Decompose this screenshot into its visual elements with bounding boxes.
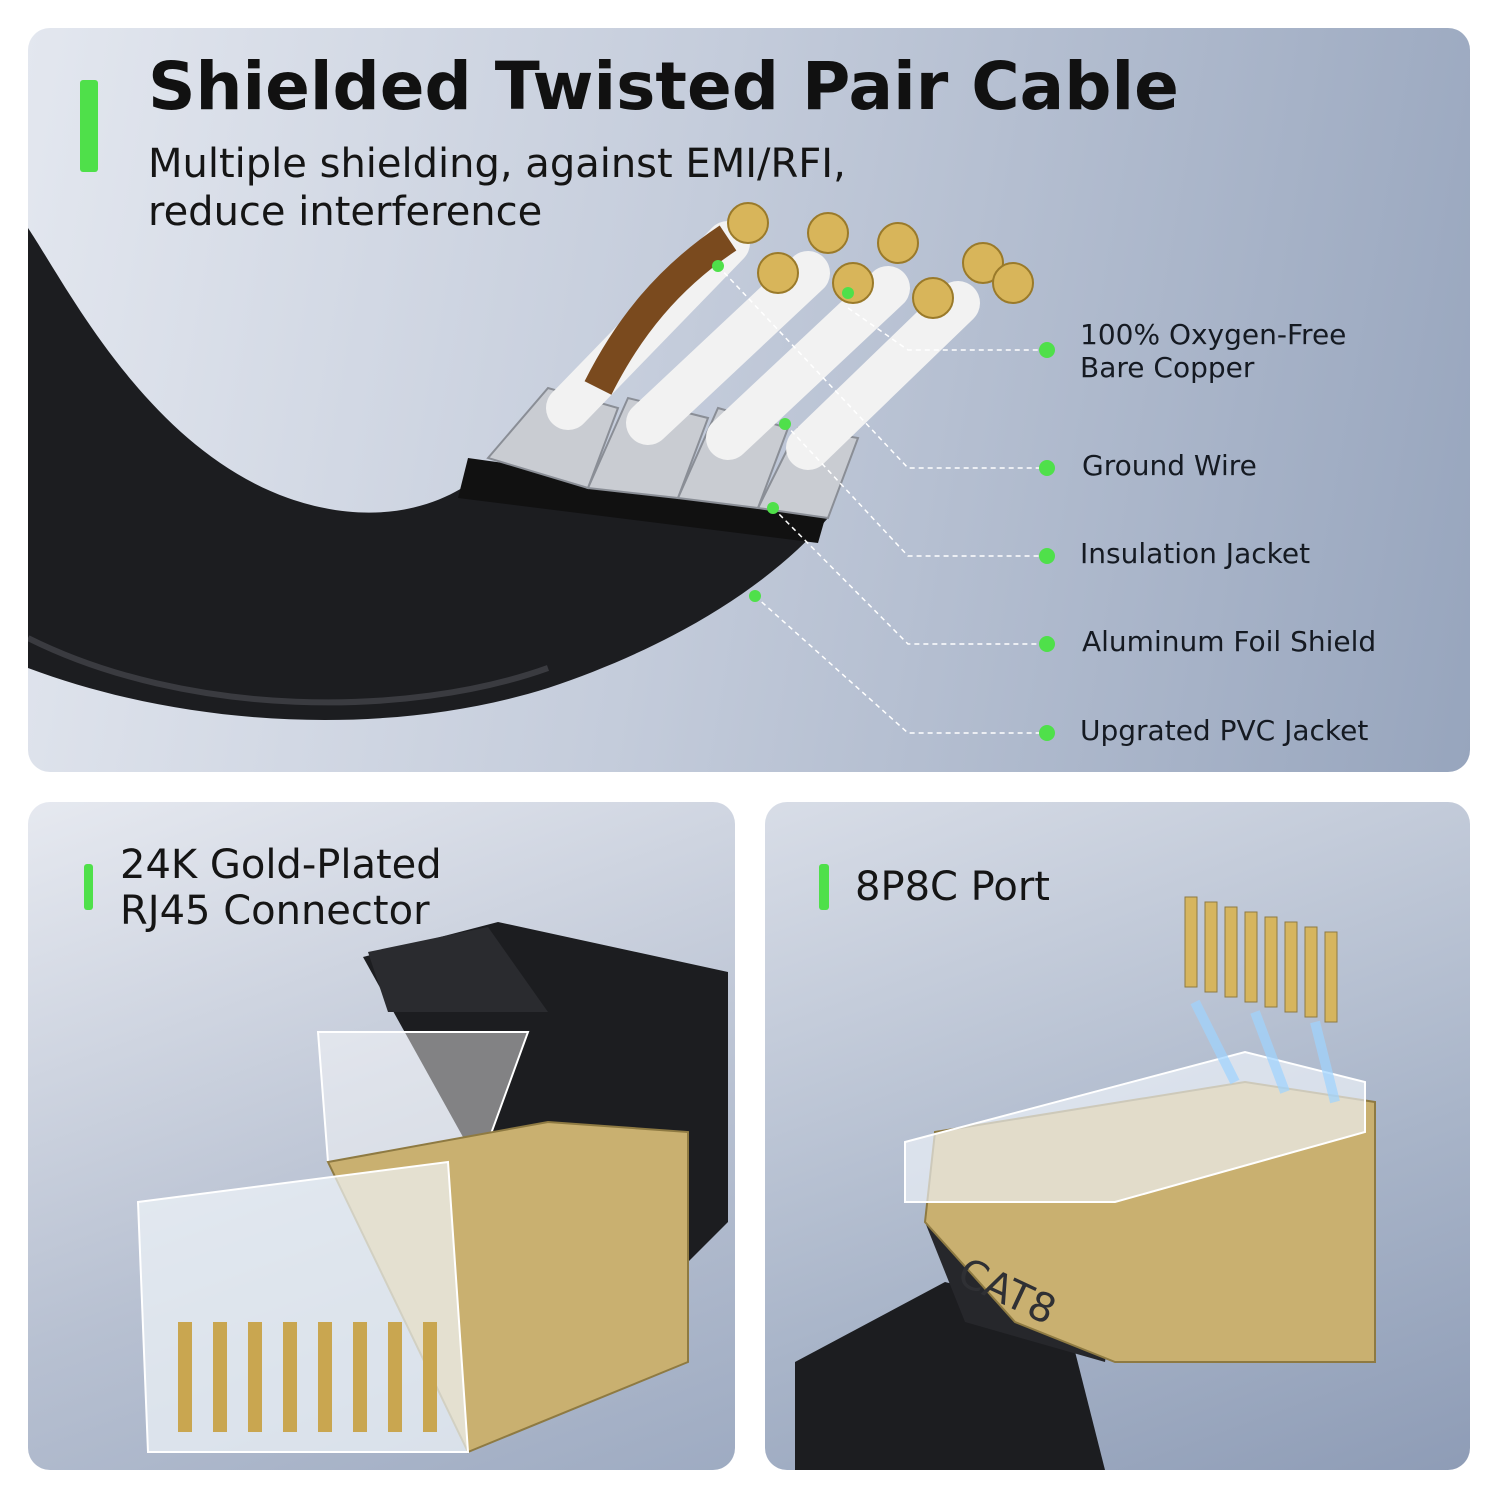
connector-panel: 24K Gold-Plated RJ45 Connector	[28, 802, 735, 1470]
title-line: RJ45 Connector	[120, 888, 430, 934]
accent-bar	[80, 80, 98, 172]
subtitle: Multiple shielding, against EMI/RFI, red…	[148, 140, 846, 236]
subtitle-line: Multiple shielding, against EMI/RFI,	[148, 141, 846, 187]
page-title: Shielded Twisted Pair Cable	[148, 48, 1179, 125]
accent-bar	[819, 864, 829, 910]
subtitle-line: reduce interference	[148, 189, 543, 235]
label-insulation-jacket: Insulation Jacket	[1080, 537, 1311, 570]
port-panel: CAT8 8P8C Port	[765, 802, 1470, 1470]
cable-illustration	[28, 202, 1055, 741]
port-illustration: CAT8	[795, 896, 1376, 1470]
label-line: 100% Oxygen-Free	[1080, 318, 1347, 351]
connector-title: 24K Gold-Plated RJ45 Connector	[120, 842, 442, 934]
port-title: 8P8C Port	[855, 864, 1050, 910]
label-copper: 100% Oxygen-Free Bare Copper	[1080, 318, 1346, 384]
label-line: Bare Copper	[1080, 351, 1255, 384]
cable-structure-panel: Shielded Twisted Pair Cable Multiple shi…	[28, 28, 1470, 772]
rj45-connector-illustration	[136, 922, 728, 1454]
label-pvc-jacket: Upgrated PVC Jacket	[1080, 714, 1369, 747]
label-foil-shield: Aluminum Foil Shield	[1082, 625, 1377, 658]
title-line: 24K Gold-Plated	[120, 842, 442, 888]
accent-bar	[84, 864, 93, 910]
label-ground-wire: Ground Wire	[1082, 449, 1257, 482]
